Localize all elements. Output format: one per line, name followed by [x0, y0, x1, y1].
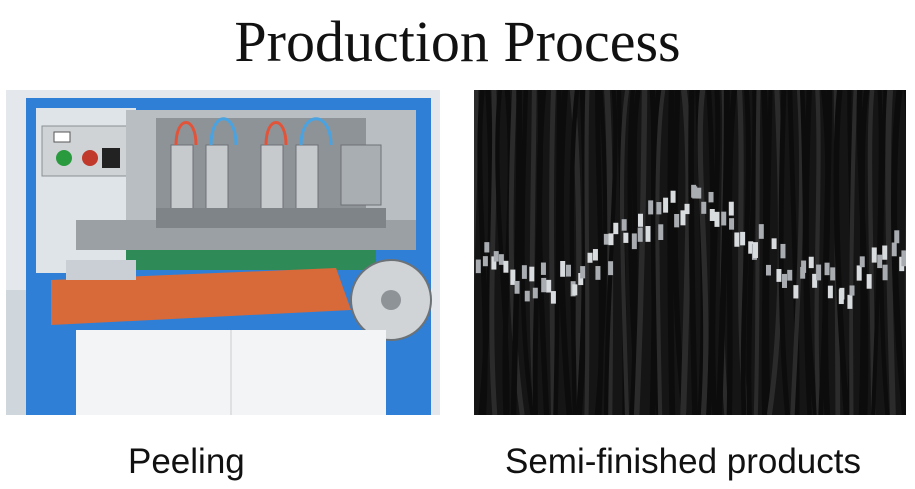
semi-finished-wires-photo	[474, 90, 906, 415]
peeling-machine-photo	[6, 90, 440, 415]
page-title: Production Process	[234, 9, 681, 74]
caption-semi-finished-products: Semi-finished products	[505, 442, 861, 481]
caption-peeling: Peeling	[128, 442, 245, 481]
